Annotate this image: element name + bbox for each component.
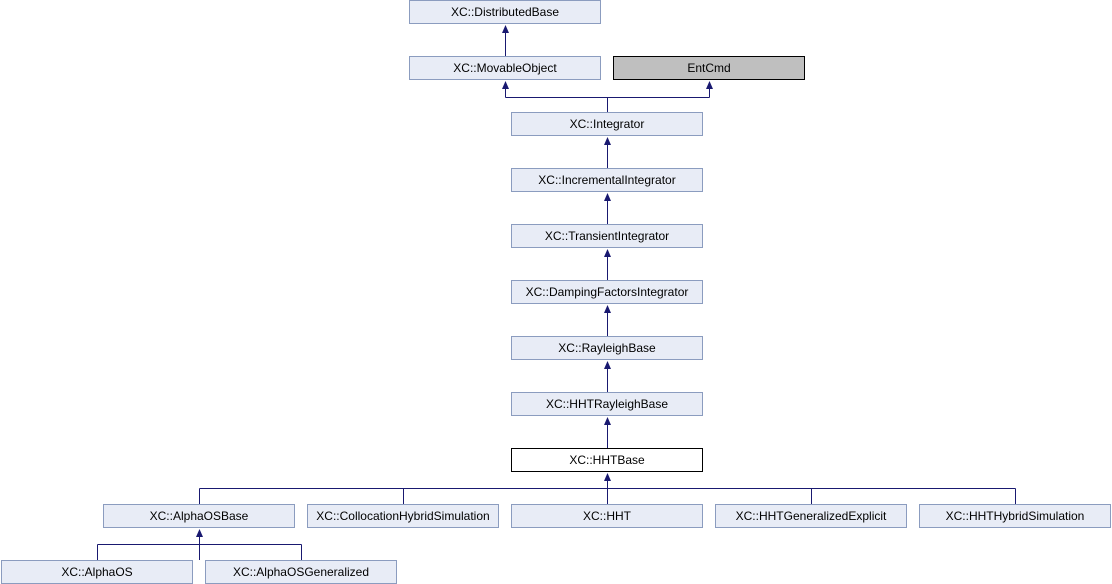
node-transient-integrator[interactable]: XC::TransientIntegrator bbox=[511, 224, 703, 248]
edge-arrowhead bbox=[604, 417, 611, 425]
node-alpha-os-generalized[interactable]: XC::AlphaOSGeneralized bbox=[205, 560, 397, 584]
edge-arrowhead bbox=[196, 529, 203, 537]
node-hht-base-current: XC::HHTBase bbox=[511, 448, 703, 472]
node-hht[interactable]: XC::HHT bbox=[511, 504, 703, 528]
node-hht-generalized-explicit[interactable]: XC::HHTGeneralizedExplicit bbox=[715, 504, 907, 528]
edge-arrowhead bbox=[604, 361, 611, 369]
node-alpha-os-base[interactable]: XC::AlphaOSBase bbox=[103, 504, 295, 528]
node-integrator[interactable]: XC::Integrator bbox=[511, 112, 703, 136]
node-distributed-base[interactable]: XC::DistributedBase bbox=[409, 0, 601, 24]
node-movable-object[interactable]: XC::MovableObject bbox=[409, 56, 601, 80]
edge-arrowhead bbox=[502, 25, 509, 33]
node-ent-cmd: EntCmd bbox=[613, 56, 805, 80]
edge-arrowhead bbox=[604, 193, 611, 201]
edge-arrowhead bbox=[604, 137, 611, 145]
node-alpha-os[interactable]: XC::AlphaOS bbox=[1, 560, 193, 584]
edge-arrowhead bbox=[604, 473, 611, 481]
edge-arrowhead bbox=[604, 249, 611, 257]
node-collocation-hybrid-simulation[interactable]: XC::CollocationHybridSimulation bbox=[307, 504, 499, 528]
node-incremental-integrator[interactable]: XC::IncrementalIntegrator bbox=[511, 168, 703, 192]
edge-arrowhead bbox=[604, 305, 611, 313]
node-hht-hybrid-simulation[interactable]: XC::HHTHybridSimulation bbox=[919, 504, 1111, 528]
node-rayleigh-base[interactable]: XC::RayleighBase bbox=[511, 336, 703, 360]
node-damping-factors-integrator[interactable]: XC::DampingFactorsIntegrator bbox=[511, 280, 703, 304]
edge-arrowhead bbox=[706, 81, 713, 89]
node-hht-rayleigh-base[interactable]: XC::HHTRayleighBase bbox=[511, 392, 703, 416]
edge-arrowhead bbox=[502, 81, 509, 89]
